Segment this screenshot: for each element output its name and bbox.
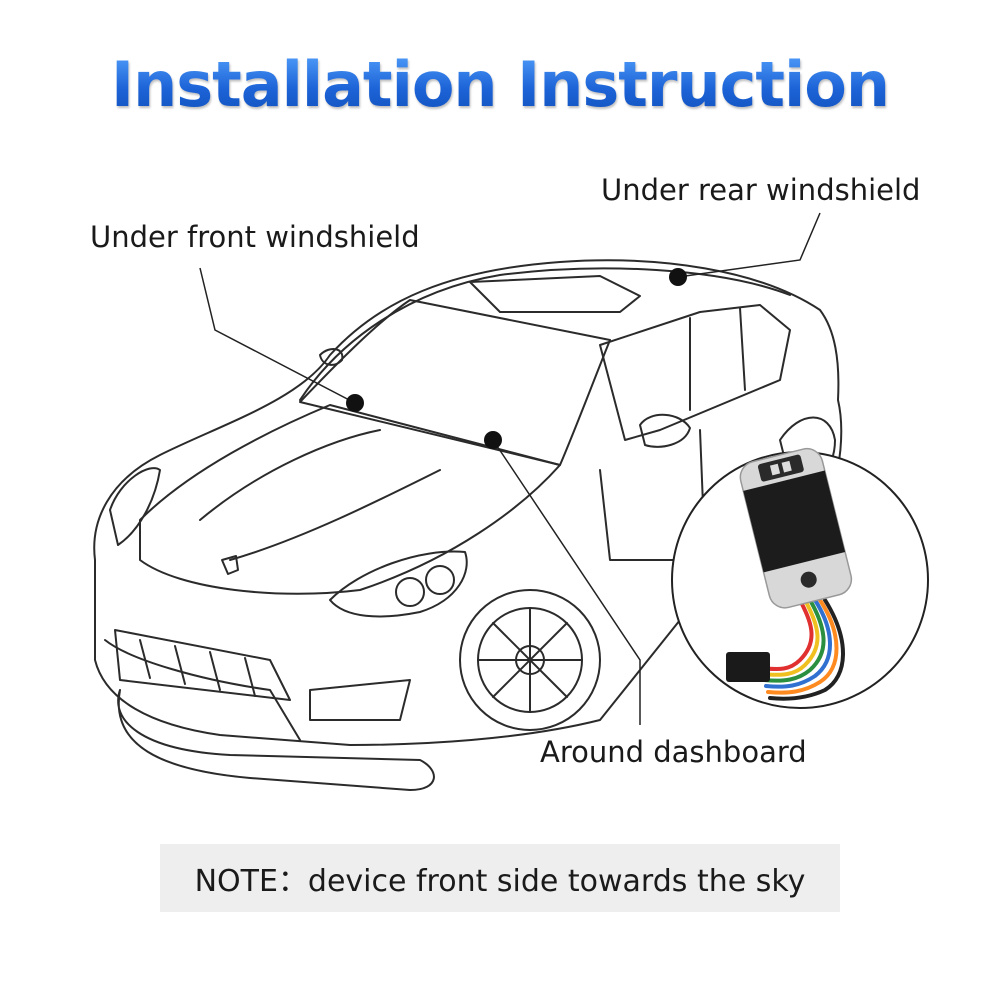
side-mirror	[639, 413, 691, 448]
leader-front	[199, 267, 356, 404]
leader-dash	[492, 439, 641, 725]
ground-outline	[117, 689, 435, 791]
hood	[139, 404, 561, 595]
sunroof	[469, 275, 641, 313]
left-headlight	[109, 467, 161, 546]
label-under-front-windshield: Under front windshield	[90, 220, 420, 254]
leader-rear	[677, 212, 821, 278]
note-text: NOTE：device front side towards the sky	[194, 864, 806, 899]
note-box: NOTE：device front side towards the sky	[160, 844, 840, 912]
car-body	[93, 259, 843, 746]
device-inset	[671, 447, 929, 709]
marker-dashboard	[484, 431, 502, 449]
side-window	[599, 304, 791, 441]
door-line	[599, 469, 701, 561]
marker-front-windshield	[346, 394, 364, 412]
front-wheel	[459, 589, 601, 731]
marker-rear-windshield	[669, 268, 687, 286]
page-title: Installation Instruction	[0, 48, 1000, 121]
grille	[114, 629, 291, 701]
emblem	[221, 555, 239, 575]
windshield	[299, 299, 611, 466]
roof-line	[299, 267, 791, 401]
label-around-dashboard: Around dashboard	[540, 735, 807, 769]
label-under-rear-windshield: Under rear windshield	[601, 173, 921, 207]
gps-tracker-device	[739, 447, 853, 609]
connector	[726, 652, 770, 682]
right-headlight	[329, 550, 468, 618]
